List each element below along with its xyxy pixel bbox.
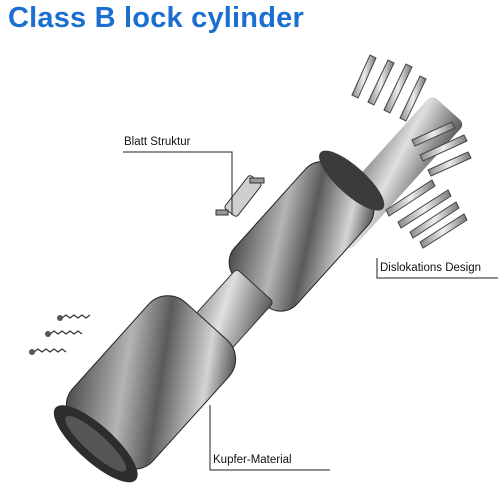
callout-dislocation-design: Dislokations Design: [380, 262, 481, 274]
springs: [33, 314, 91, 353]
callout-line-blade: [123, 151, 233, 215]
callout-lines: [123, 151, 498, 471]
callout-copper-material: Kupfer-Material: [213, 454, 292, 466]
front-body: [53, 295, 237, 483]
callout-blade-structure: Blatt Struktur: [124, 136, 191, 148]
spring-caps: [29, 315, 63, 355]
page-title: Class B lock cylinder: [8, 2, 304, 34]
blade-detail: [215, 175, 265, 217]
tumbler-pins: [351, 54, 472, 249]
callout-line-copper: [209, 405, 330, 471]
callout-line-dislocation: [376, 258, 498, 279]
